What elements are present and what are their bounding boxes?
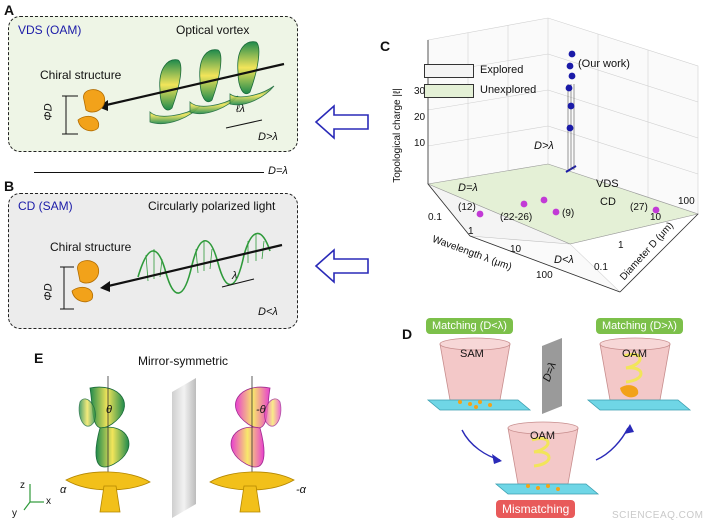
ref-9: (9) <box>562 208 575 219</box>
panel-b-graphics <box>60 232 283 310</box>
panel-a-pitch-label: ℓλ <box>236 103 245 115</box>
arrow-to-panel-a <box>314 104 369 140</box>
flow-arrow-right <box>595 427 629 461</box>
panel-b-structure-label: Chiral structure <box>50 240 132 254</box>
separator-plate <box>542 338 562 414</box>
region-d-eq: D=λ <box>458 182 478 194</box>
axis-y-label: y <box>12 508 17 519</box>
legend-unexplored-label: Unexplored <box>480 84 537 96</box>
ref-12: (12) <box>458 202 476 213</box>
panel-b-pitch-label: λ <box>232 270 238 282</box>
region-cd: CD <box>600 196 616 208</box>
flow-arrow-left <box>461 429 501 461</box>
chiral-structure-b <box>71 260 100 303</box>
panel-a-structure-label: Chiral structure <box>40 68 122 82</box>
mirror-plate <box>172 378 196 518</box>
wavelength-tick-2: 10 <box>510 244 522 255</box>
diameter-tick-1: 1 <box>618 240 624 251</box>
panel-b-beam-label: Circularly polarized light <box>148 199 276 213</box>
matching-right-tag: Matching (D>λ) <box>596 318 683 334</box>
panel-e-graphics <box>23 376 295 518</box>
theta-right: -θ <box>256 404 266 416</box>
diameter-tick-0: 0.1 <box>594 262 608 273</box>
panel-a-graphics <box>62 41 285 135</box>
watermark: SCIENCEAQ.COM <box>612 510 704 521</box>
panel-e-title: Mirror-symmetric <box>138 354 228 368</box>
panel-b-box <box>8 193 298 329</box>
panel-b-condition: D<λ <box>258 306 278 318</box>
panel-a-letter: A <box>4 2 15 18</box>
axis-z-label: z <box>20 480 25 491</box>
alpha-right: -α <box>296 484 306 496</box>
panel-c-letter: C <box>380 38 391 54</box>
matching-left-tag: Matching (D<λ) <box>426 318 513 334</box>
beam-axis-arrow-b <box>103 243 283 289</box>
right-helix <box>230 386 282 468</box>
panel-e-letter: E <box>34 350 44 366</box>
ref-27: (27) <box>630 202 648 213</box>
region-vds: VDS <box>596 178 619 190</box>
left-helix <box>78 386 130 468</box>
region-d-lt: D<λ <box>554 254 574 266</box>
legend-explored-swatch <box>424 64 474 78</box>
panel-a-condition: D>λ <box>258 131 278 143</box>
panel-b-title: CD (SAM) <box>18 199 73 213</box>
axis-x-label: x <box>46 496 51 507</box>
right-chiral-base <box>209 471 295 513</box>
arrow-to-panel-b <box>314 248 369 284</box>
y-tick-20: 20 <box>414 112 426 123</box>
panel-d-letter: D <box>402 326 413 342</box>
panel-b-letter: B <box>4 178 15 194</box>
diameter-tick-2: 10 <box>650 212 662 223</box>
panel-c-3d-plot <box>426 17 700 293</box>
oam-cone-right <box>586 337 692 411</box>
our-work-label: (Our work) <box>578 58 630 70</box>
divider-label: D=λ <box>268 165 288 177</box>
oam-right-label: OAM <box>622 348 648 360</box>
panel-a-title: VDS (OAM) <box>18 23 82 37</box>
legend-explored-label: Explored <box>480 64 524 76</box>
y-tick-30: 30 <box>414 86 426 97</box>
oam-center-label: OAM <box>530 430 556 442</box>
beam-axis-arrow <box>101 62 285 108</box>
d-equals-lambda-divider <box>34 172 264 173</box>
chiral-structure-a <box>77 89 106 132</box>
y-tick-10: 10 <box>414 138 426 149</box>
y-axis-label: Topological charge |ℓ| <box>391 88 403 183</box>
oam-cone-center <box>494 421 600 495</box>
sam-label: SAM <box>460 348 484 360</box>
panel-a-beam-label: Optical vortex <box>176 23 250 37</box>
legend-unexplored-swatch <box>424 84 474 98</box>
axes-triad <box>23 484 44 511</box>
panel-d-graphics <box>426 337 692 495</box>
sam-cone <box>426 337 532 411</box>
optical-vortex-helix <box>149 41 275 124</box>
left-chiral-base <box>65 471 151 513</box>
alpha-left: α <box>60 484 67 496</box>
wavelength-tick-1: 1 <box>468 226 474 237</box>
mismatching-tag: Mismatching <box>496 500 576 518</box>
our-work-points <box>565 50 576 132</box>
ref-22-26: (22-26) <box>500 212 533 223</box>
region-d-gt: D>λ <box>534 140 554 152</box>
wavelength-tick-0: 0.1 <box>428 212 442 223</box>
wavelength-tick-3: 100 <box>536 270 553 281</box>
theta-left: θ <box>106 404 112 416</box>
diameter-tick-3: 100 <box>678 196 695 207</box>
circularly-polarized-helix <box>137 232 271 294</box>
literature-points <box>476 196 660 218</box>
